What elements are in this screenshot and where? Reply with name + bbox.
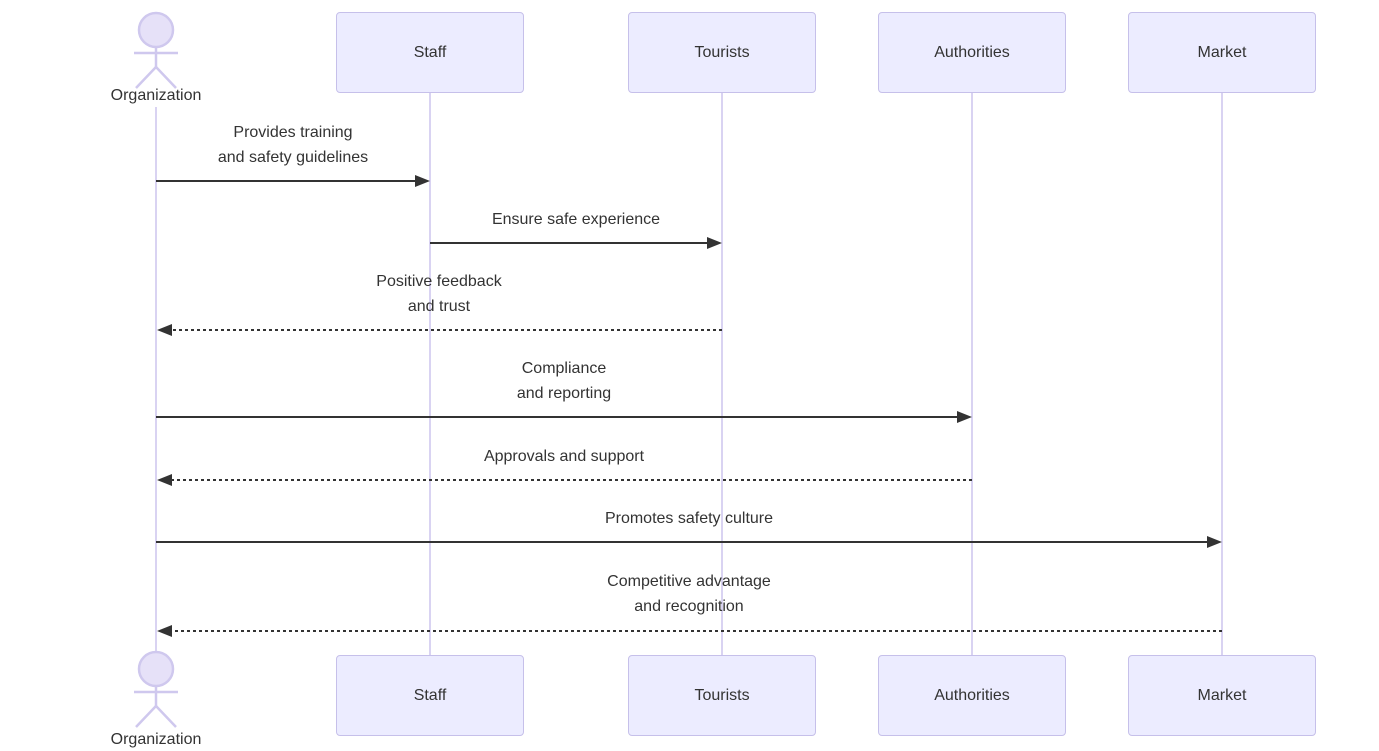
participant-label: Staff xyxy=(413,686,447,704)
message-label-5: Approvals and support xyxy=(483,448,645,465)
message-label-6: Promotes safety culture xyxy=(604,510,774,527)
arrowhead-right xyxy=(707,237,722,249)
actor-figure-organization-top xyxy=(134,11,178,89)
actor-label-organization-bottom: Organization xyxy=(110,731,202,748)
message-label-1: Provides training and safety guidelines xyxy=(217,124,369,166)
message-arrow-7 xyxy=(157,625,1222,637)
message-label-3: Positive feedback and trust xyxy=(376,273,502,315)
participant-tourists-bottom: Tourists xyxy=(628,655,816,736)
actor-head xyxy=(137,650,175,688)
participant-authorities-top: Authorities xyxy=(878,12,1066,93)
actor-figure-organization-bottom xyxy=(134,650,178,728)
message-arrow-6 xyxy=(156,536,1222,548)
arrowhead-right xyxy=(957,411,972,423)
arrowhead-right xyxy=(1207,536,1222,548)
message-label-2: Ensure safe experience xyxy=(491,211,661,228)
participant-label: Staff xyxy=(413,43,447,61)
actor-right-leg xyxy=(155,66,177,89)
arrowhead-left xyxy=(157,324,172,336)
participant-label: Market xyxy=(1197,43,1247,61)
message-arrow-1 xyxy=(156,175,430,187)
message-label-7: Competitive advantage and recognition xyxy=(607,573,771,615)
message-arrow-4 xyxy=(156,411,972,423)
actor-left-leg xyxy=(135,66,157,89)
message-arrow-3 xyxy=(157,324,722,336)
participant-label: Market xyxy=(1197,686,1247,704)
participant-authorities-bottom: Authorities xyxy=(878,655,1066,736)
participant-label: Authorities xyxy=(934,686,1010,704)
message-arrow-2 xyxy=(430,237,722,249)
participant-staff-top: Staff xyxy=(336,12,524,93)
actor-left-leg xyxy=(135,705,157,728)
arrowhead-left xyxy=(157,474,172,486)
actor-head xyxy=(137,11,175,49)
message-label-4: Compliance and reporting xyxy=(516,360,612,402)
participant-market-bottom: Market xyxy=(1128,655,1316,736)
message-arrow-5 xyxy=(157,474,972,486)
actor-right-leg xyxy=(155,705,177,728)
participant-label: Tourists xyxy=(694,43,750,61)
participant-tourists-top: Tourists xyxy=(628,12,816,93)
arrowhead-right xyxy=(415,175,430,187)
participant-market-top: Market xyxy=(1128,12,1316,93)
participant-staff-bottom: Staff xyxy=(336,655,524,736)
participant-label: Authorities xyxy=(934,43,1010,61)
arrowhead-left xyxy=(157,625,172,637)
participant-label: Tourists xyxy=(694,686,750,704)
actor-label-organization-top: Organization xyxy=(110,87,202,104)
